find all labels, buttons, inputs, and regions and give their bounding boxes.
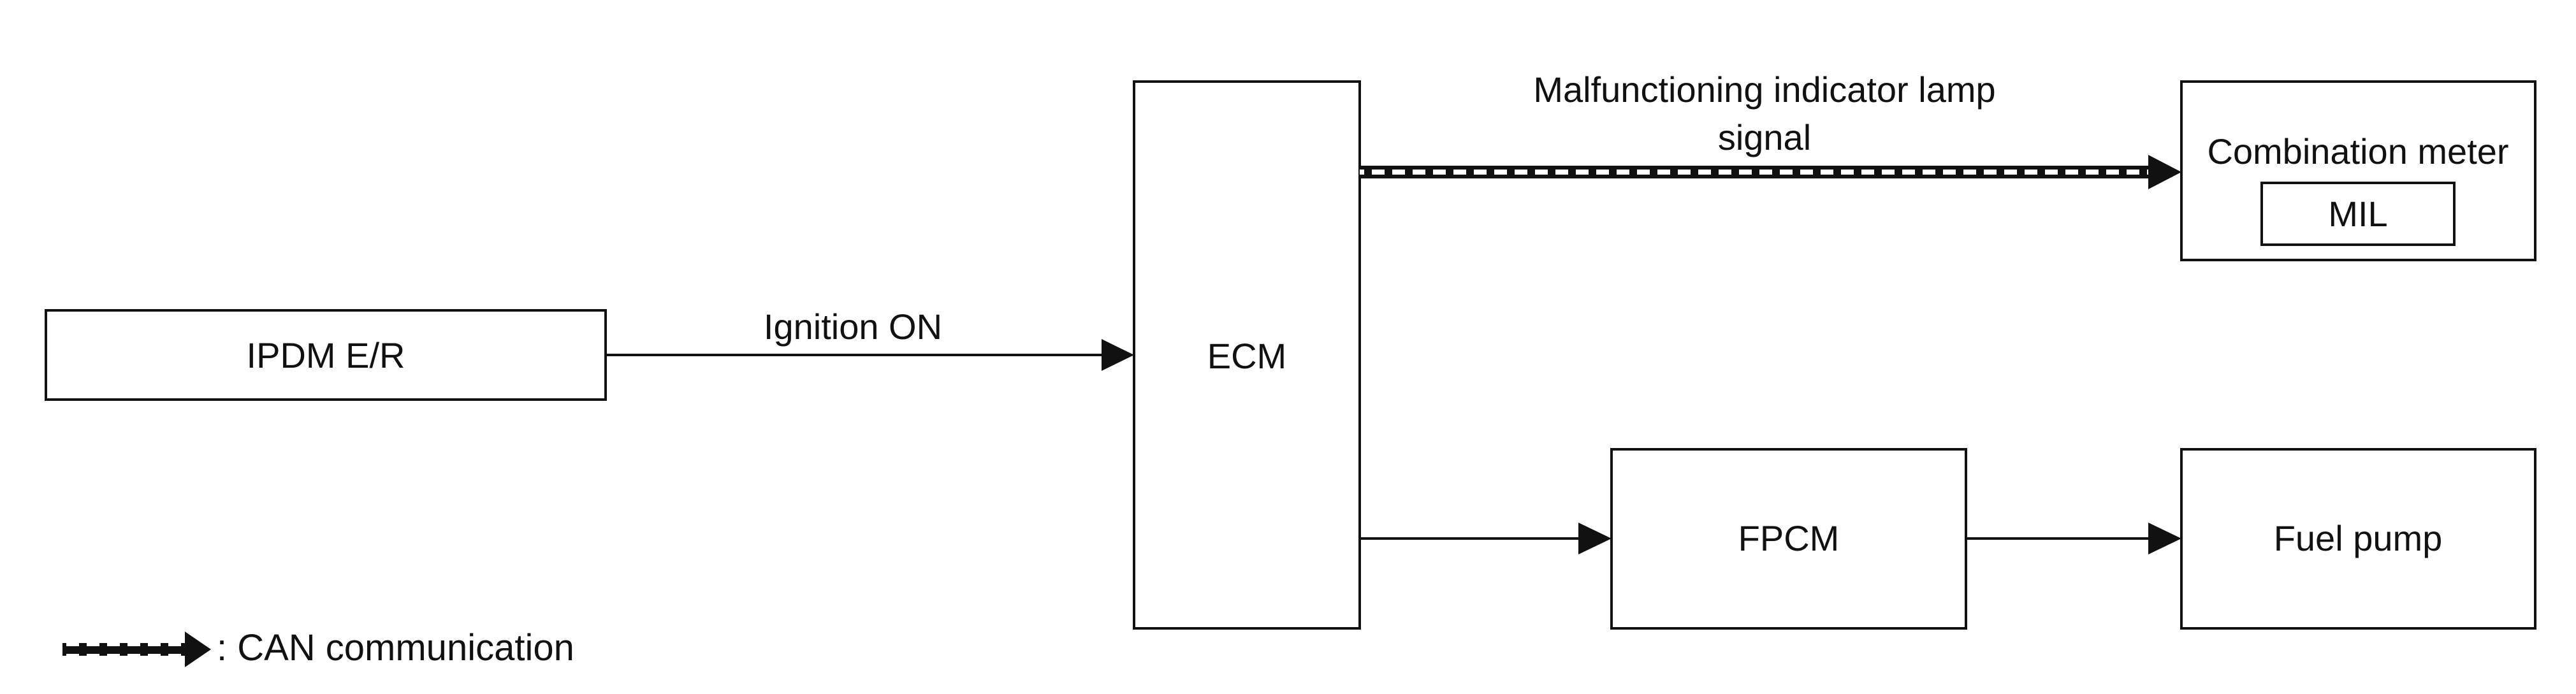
fuel-pump-label: Fuel pump: [2274, 518, 2443, 558]
combination-meter-label: Combination meter: [2207, 131, 2508, 171]
ignition-on-label: Ignition ON: [764, 307, 942, 347]
legend: : CAN communication: [62, 627, 574, 669]
fpcm-to-fuel-pump-arrow: [1966, 523, 2181, 554]
combination-meter-block: Combination meter MIL: [2180, 80, 2536, 261]
ignition-on-arrow: [606, 339, 1134, 371]
legend-label: : CAN communication: [217, 627, 574, 669]
fpcm-block: FPCM: [1610, 448, 1967, 630]
can-mil-signal-arrow: [1360, 155, 2181, 189]
mil-label: MIL: [2328, 194, 2387, 234]
mil-signal-label-line2: signal: [1718, 117, 1811, 157]
fpcm-label: FPCM: [1738, 518, 1840, 558]
ecm-to-fpcm-arrow: [1360, 523, 1612, 554]
ipdm-er-label: IPDM E/R: [247, 335, 405, 375]
ecm-label: ECM: [1207, 336, 1286, 376]
mil-block: MIL: [2260, 182, 2456, 246]
mil-signal-label-line1: Malfunctioning indicator lamp: [1533, 69, 1995, 110]
legend-can-arrow-icon: [62, 632, 211, 667]
fuel-pump-block: Fuel pump: [2180, 448, 2536, 630]
ipdm-er-block: IPDM E/R: [45, 309, 607, 401]
ecm-block: ECM: [1133, 80, 1361, 630]
